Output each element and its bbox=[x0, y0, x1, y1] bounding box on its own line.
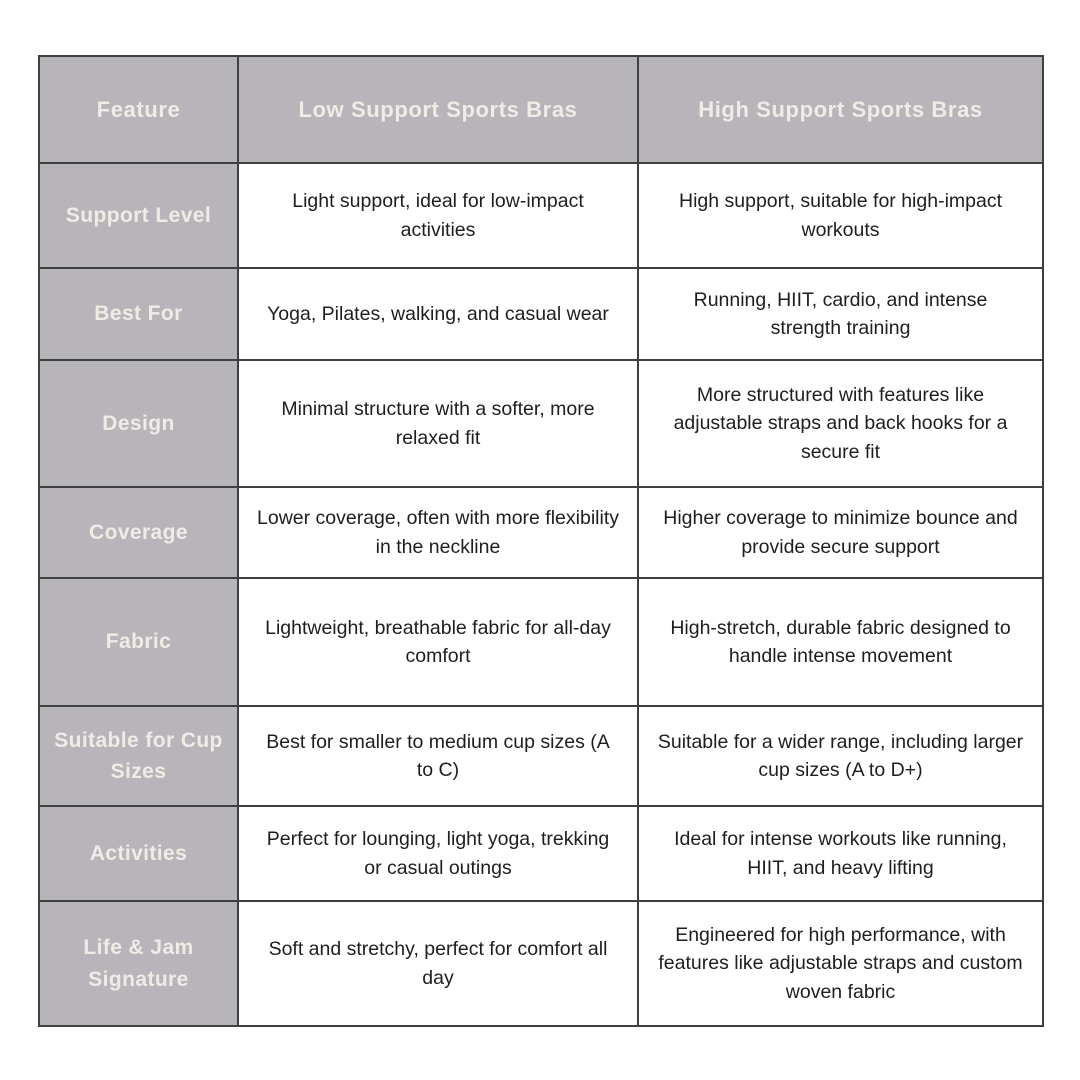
column-header-low-support: Low Support Sports Bras bbox=[237, 55, 639, 164]
high-support-value-cell: Engineered for high performance, with fe… bbox=[637, 900, 1044, 1027]
sports-bra-comparison-table: Feature Low Support Sports Bras High Sup… bbox=[38, 55, 1044, 1027]
low-support-value-cell: Yoga, Pilates, walking, and casual wear bbox=[237, 267, 639, 361]
low-support-value-cell: Lower coverage, often with more flexibil… bbox=[237, 486, 639, 579]
low-support-value-cell: Light support, ideal for low-impact acti… bbox=[237, 162, 639, 269]
feature-cell: Fabric bbox=[38, 577, 239, 707]
low-support-value-cell: Lightweight, breathable fabric for all-d… bbox=[237, 577, 639, 707]
low-support-value-cell: Perfect for lounging, light yoga, trekki… bbox=[237, 805, 639, 902]
feature-cell: Coverage bbox=[38, 486, 239, 579]
column-header-high-support: High Support Sports Bras bbox=[637, 55, 1044, 164]
high-support-value-cell: Ideal for intense workouts like running,… bbox=[637, 805, 1044, 902]
low-support-value-cell: Minimal structure with a softer, more re… bbox=[237, 359, 639, 488]
high-support-value-cell: Suitable for a wider range, including la… bbox=[637, 705, 1044, 807]
feature-cell: Suitable for Cup Sizes bbox=[38, 705, 239, 807]
feature-cell: Design bbox=[38, 359, 239, 488]
column-header-feature: Feature bbox=[38, 55, 239, 164]
feature-cell: Activities bbox=[38, 805, 239, 902]
high-support-value-cell: More structured with features like adjus… bbox=[637, 359, 1044, 488]
table-header-row: Feature Low Support Sports Bras High Sup… bbox=[38, 55, 1044, 164]
feature-cell: Life & Jam Signature bbox=[38, 900, 239, 1027]
high-support-value-cell: Running, HIIT, cardio, and intense stren… bbox=[637, 267, 1044, 361]
high-support-value-cell: High-stretch, durable fabric designed to… bbox=[637, 577, 1044, 707]
low-support-value-cell: Best for smaller to medium cup sizes (A … bbox=[237, 705, 639, 807]
high-support-value-cell: Higher coverage to minimize bounce and p… bbox=[637, 486, 1044, 579]
feature-cell: Best For bbox=[38, 267, 239, 361]
feature-cell: Support Level bbox=[38, 162, 239, 269]
high-support-value-cell: High support, suitable for high-impact w… bbox=[637, 162, 1044, 269]
low-support-value-cell: Soft and stretchy, perfect for comfort a… bbox=[237, 900, 639, 1027]
